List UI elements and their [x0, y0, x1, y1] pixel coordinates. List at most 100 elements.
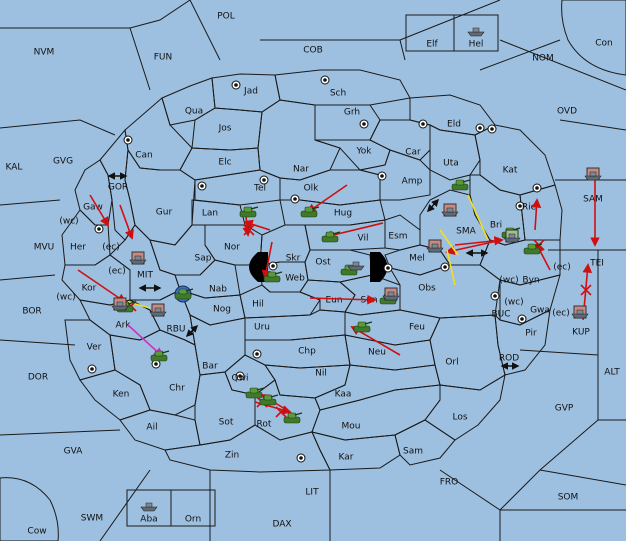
land-label-qua: Qua	[185, 107, 203, 117]
land-label-kar: Kar	[339, 453, 354, 463]
land-label-orl: Orl	[445, 358, 458, 368]
territory-los[interactable]	[424, 373, 506, 441]
order-arrow-move	[309, 294, 377, 305]
supply-center-dot	[443, 265, 447, 269]
land-label-ost: Ost	[315, 258, 331, 268]
land-label-kat: Kat	[503, 166, 518, 176]
land-label-los: Los	[452, 413, 467, 423]
coast-label-gaw-wc: (wc)	[59, 217, 78, 227]
sea-label-gvg: GVG	[53, 157, 73, 167]
sea-label-gvp: GVP	[555, 404, 574, 414]
order-arrow-move	[261, 241, 273, 280]
coast-label-byn-wc: (wc)	[499, 276, 518, 286]
supply-center-dot	[90, 367, 94, 371]
land-label-bar: Bar	[202, 362, 218, 372]
home-box-orn[interactable]	[170, 489, 216, 527]
home-label-elf: Elf	[426, 40, 438, 50]
order-arrow-move	[445, 239, 503, 256]
order-arrow-move	[89, 194, 109, 227]
sea-label-sma: SMA	[456, 227, 476, 237]
order-cancel-mark	[580, 284, 592, 296]
home-label-hel: Hel	[469, 40, 484, 50]
sea-label-sam: SAM	[583, 195, 603, 205]
sea-label-gor: GOR	[108, 183, 128, 193]
territory-car[interactable]	[369, 119, 431, 161]
land-label-esm: Esm	[388, 232, 407, 242]
land-label-bri: Bri	[490, 221, 502, 231]
supply-center-dot	[262, 178, 266, 182]
order-support-line	[467, 194, 489, 241]
land-label-vil: Vil	[358, 234, 369, 244]
sea-label-lit: LIT	[305, 488, 319, 498]
sea-label-alt: ALT	[604, 368, 620, 378]
supply-center-dot	[493, 294, 497, 298]
sea-label-rod: ROD	[499, 354, 519, 364]
supply-center-dot	[490, 127, 494, 131]
territory-amp[interactable]	[359, 149, 431, 201]
sea-label-rbu: RBU	[166, 325, 185, 335]
units	[111, 27, 602, 512]
canal-east	[370, 252, 388, 282]
home-box-hel[interactable]	[453, 14, 499, 52]
supply-center-dot	[386, 266, 390, 270]
land-label-ver: Ver	[87, 343, 102, 353]
sea-label-cob: COB	[303, 46, 323, 56]
sea-label-buc: BUC	[491, 310, 510, 320]
sea-label-mvu: MVU	[34, 243, 55, 253]
sea-label-con: Con	[595, 39, 613, 49]
order-support-line	[446, 249, 456, 286]
sea-label-ovd: OVD	[557, 107, 577, 117]
territory-sam[interactable]	[394, 419, 456, 466]
order-arrow-move	[531, 198, 542, 231]
supply-center-dot	[154, 362, 158, 366]
land-label-nog: Nog	[213, 305, 231, 315]
order-arrow-move	[119, 204, 134, 240]
territory-kar[interactable]	[311, 431, 401, 471]
territory-con[interactable]	[561, 0, 626, 76]
sea-labels: POL NVM FUN COB NOM Con OVD KAL GVG GOR …	[6, 12, 621, 537]
sea-label-pol: POL	[217, 12, 235, 22]
land-label-gur: Gur	[156, 208, 173, 218]
land-label-jad: Jad	[243, 87, 258, 97]
supply-center-dot	[234, 83, 238, 87]
land-label-feu: Feu	[409, 323, 425, 333]
supply-center-dot	[126, 138, 130, 142]
sea-label-dax: DAX	[272, 520, 291, 530]
supply-center-dot	[323, 78, 327, 82]
supply-center-dot	[97, 227, 101, 231]
home-label-orn: Orn	[185, 515, 201, 525]
supply-centers	[87, 75, 542, 463]
supply-center-dot	[362, 122, 366, 126]
land-label-byn: Byn	[522, 276, 539, 286]
land-label-gaw: Gaw	[83, 203, 103, 213]
land-label-uta: Uta	[443, 159, 459, 169]
order-cancel-mark	[275, 406, 287, 418]
order-arrow-move	[306, 184, 348, 214]
land-label-ail: Ail	[146, 423, 157, 433]
sea-label-mit: MIT	[137, 271, 153, 281]
land-label-skr: Skr	[286, 254, 301, 264]
land-label-grh: Grh	[344, 108, 360, 118]
order-arrow-move	[77, 269, 127, 304]
territory-cow[interactable]	[0, 477, 59, 541]
land-label-zin: Zin	[225, 451, 239, 461]
land-label-ark: Ark	[115, 321, 131, 331]
land-label-chp: Chp	[298, 347, 316, 357]
land-label-amp: Amp	[402, 177, 423, 187]
sea-label-dor: DOR	[28, 373, 48, 383]
land-label-jos: Jos	[218, 124, 232, 134]
order-support-line	[439, 229, 459, 256]
sea-label-fro: FRO	[440, 478, 459, 488]
supply-center-dot	[421, 122, 425, 126]
land-label-nil: Nil	[315, 369, 327, 379]
sea-rbu[interactable]	[129, 289, 196, 346]
land-label-car: Car	[405, 148, 421, 158]
land-label-kaa: Kaa	[335, 390, 352, 400]
sea-label-som: SOM	[558, 493, 579, 503]
land-label-ken: Ken	[113, 390, 130, 400]
territory-rie[interactable]	[519, 184, 563, 241]
coast-labels: (wc) (ec) (ec) (wc) (wc) (ec) (wc) (ec)	[56, 217, 570, 319]
land-label-mel: Mel	[409, 254, 425, 264]
